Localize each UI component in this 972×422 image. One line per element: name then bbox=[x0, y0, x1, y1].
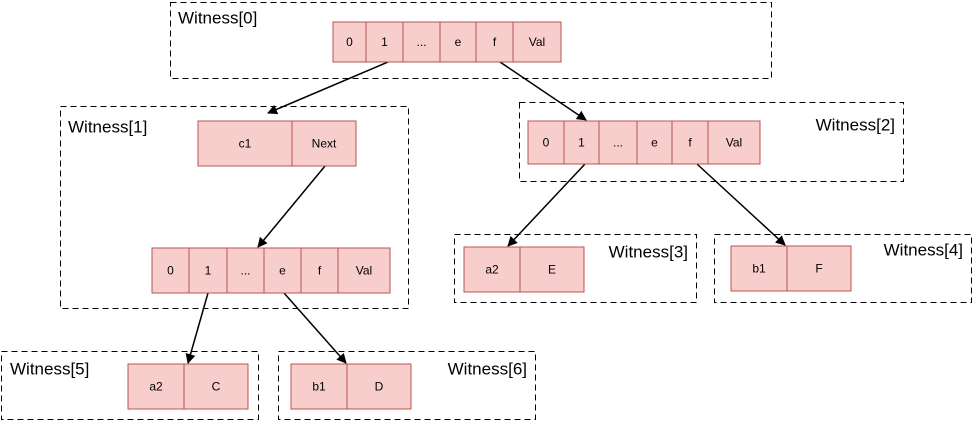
record-w0-cell-val-label: Val bbox=[529, 35, 545, 49]
record-w5-cell-a2 bbox=[127, 363, 185, 410]
record-w2-cell-f bbox=[671, 120, 709, 165]
edge-w1-bottom-to-w5 bbox=[185, 292, 209, 364]
record-w2: 0 1... e f Val bbox=[527, 120, 761, 165]
record-w0-cell-1-label: 1 bbox=[381, 35, 388, 49]
group-w4-title: Witness[4] bbox=[884, 241, 963, 260]
record-w5-cell-a2-label: a2 bbox=[149, 380, 163, 394]
edge-w1-top-to-w1-bottom bbox=[257, 165, 326, 248]
record-w0-cell-ellipsis-label: ... bbox=[416, 35, 426, 49]
edge-w2-to-w3 bbox=[507, 163, 586, 247]
record-w5-cell-c-label: C bbox=[212, 380, 221, 394]
record-w2-cell-ellipsis-label: ... bbox=[613, 136, 623, 150]
record-w6-cell-b1-label: b1 bbox=[312, 380, 326, 394]
record-w4-cell-f-label: F bbox=[815, 262, 822, 276]
record-w0-cell-f-label: f bbox=[493, 35, 497, 49]
group-w1: Witness[1] c1 Next 0 1... e f Val bbox=[60, 106, 409, 309]
record-w4: b1 F bbox=[730, 245, 852, 292]
record-w4-cell-f bbox=[786, 245, 852, 292]
record-w0: 0 1... e f Val bbox=[332, 21, 562, 63]
record-w2-cell-e-label: e bbox=[651, 136, 658, 150]
record-w2-cell-0 bbox=[527, 120, 565, 165]
record-w4-cell-b1-label: b1 bbox=[752, 262, 766, 276]
record-w3-cell-e bbox=[519, 246, 585, 293]
record-w2-cell-e bbox=[636, 120, 673, 165]
record-w1_top-cell-next bbox=[291, 120, 357, 167]
record-w2-cell-0-label: 0 bbox=[543, 136, 550, 150]
record-w4-cell-b1 bbox=[730, 245, 788, 292]
group-w3-title: Witness[3] bbox=[609, 243, 688, 262]
record-w3-cell-e-label: E bbox=[548, 263, 556, 277]
record-w0-cell-val bbox=[512, 21, 562, 63]
record-w1_bottom-cell-e bbox=[263, 247, 302, 294]
group-w1-title: Witness[1] bbox=[68, 118, 147, 137]
edge-w0-to-w2 bbox=[499, 61, 587, 121]
record-w1_bottom-cell-f-label: f bbox=[318, 264, 322, 278]
record-w0-cell-e-label: e bbox=[455, 35, 462, 49]
record-w6-cell-d-label: D bbox=[375, 380, 384, 394]
edges-layer bbox=[185, 61, 786, 364]
record-w1_bottom-cell-e-label: e bbox=[279, 264, 286, 278]
group-w6-title: Witness[6] bbox=[448, 360, 527, 379]
record-w1_bottom-cell-0-label: 0 bbox=[167, 264, 174, 278]
group-w1-boundary bbox=[60, 106, 409, 309]
record-w1_bottom: 0 1... e f Val bbox=[151, 247, 391, 294]
record-w5-cell-c bbox=[183, 363, 249, 410]
record-w1_bottom-cell-1 bbox=[188, 247, 228, 294]
record-w5: a2 C bbox=[127, 363, 249, 410]
record-w0-cell-f bbox=[475, 21, 514, 63]
group-w3-boundary bbox=[454, 234, 697, 303]
group-w5-title: Witness[5] bbox=[10, 360, 89, 379]
record-w6-cell-d bbox=[346, 363, 412, 410]
record-w3-cell-a2-label: a2 bbox=[485, 263, 499, 277]
group-w0-boundary bbox=[170, 2, 772, 79]
record-w0-cell-0-label: 0 bbox=[346, 35, 353, 49]
group-w6-boundary bbox=[278, 351, 536, 420]
record-w1_top-cell-next-label: Next bbox=[312, 137, 337, 151]
record-w1_bottom-cell-1-label: 1 bbox=[205, 264, 212, 278]
record-w1_top: c1 Next bbox=[197, 120, 357, 167]
record-w1_top-cell-c1 bbox=[197, 120, 293, 167]
record-w1_bottom-cell-val-label: Val bbox=[356, 264, 372, 278]
record-w0-cell-1 bbox=[365, 21, 404, 63]
edge-w2-to-w4 bbox=[696, 163, 786, 246]
record-w6: b1 D bbox=[290, 363, 412, 410]
edge-w0-to-w1-top bbox=[267, 61, 389, 115]
edge-w1-bottom-to-w6 bbox=[283, 292, 347, 364]
group-w6: Witness[6] b1 D bbox=[278, 351, 536, 420]
group-w2: Witness[2] 0 1... e f Val bbox=[519, 102, 904, 182]
group-w5-boundary bbox=[1, 351, 259, 420]
group-w3: Witness[3] a2 E bbox=[454, 234, 697, 303]
group-w4: Witness[4] b1 F bbox=[714, 234, 972, 303]
group-w0: Witness[0] 0 1... e f Val bbox=[170, 2, 772, 79]
record-w2-cell-1-label: 1 bbox=[578, 136, 585, 150]
group-w0-title: Witness[0] bbox=[178, 9, 257, 28]
record-w2-cell-val-label: Val bbox=[726, 136, 742, 150]
group-w2-boundary bbox=[519, 102, 904, 182]
record-w1_bottom-cell-val bbox=[337, 247, 391, 294]
group-w5: Witness[5] a2 C bbox=[1, 351, 259, 420]
group-w2-title: Witness[2] bbox=[816, 116, 895, 135]
record-w2-cell-f-label: f bbox=[688, 136, 692, 150]
record-w6-cell-b1 bbox=[290, 363, 348, 410]
record-w1_top-cell-c1-label: c1 bbox=[239, 137, 252, 151]
record-w1_bottom-cell-ellipsis-label: ... bbox=[240, 264, 250, 278]
record-w3: a2 E bbox=[463, 246, 585, 293]
record-w2-cell-val bbox=[707, 120, 761, 165]
